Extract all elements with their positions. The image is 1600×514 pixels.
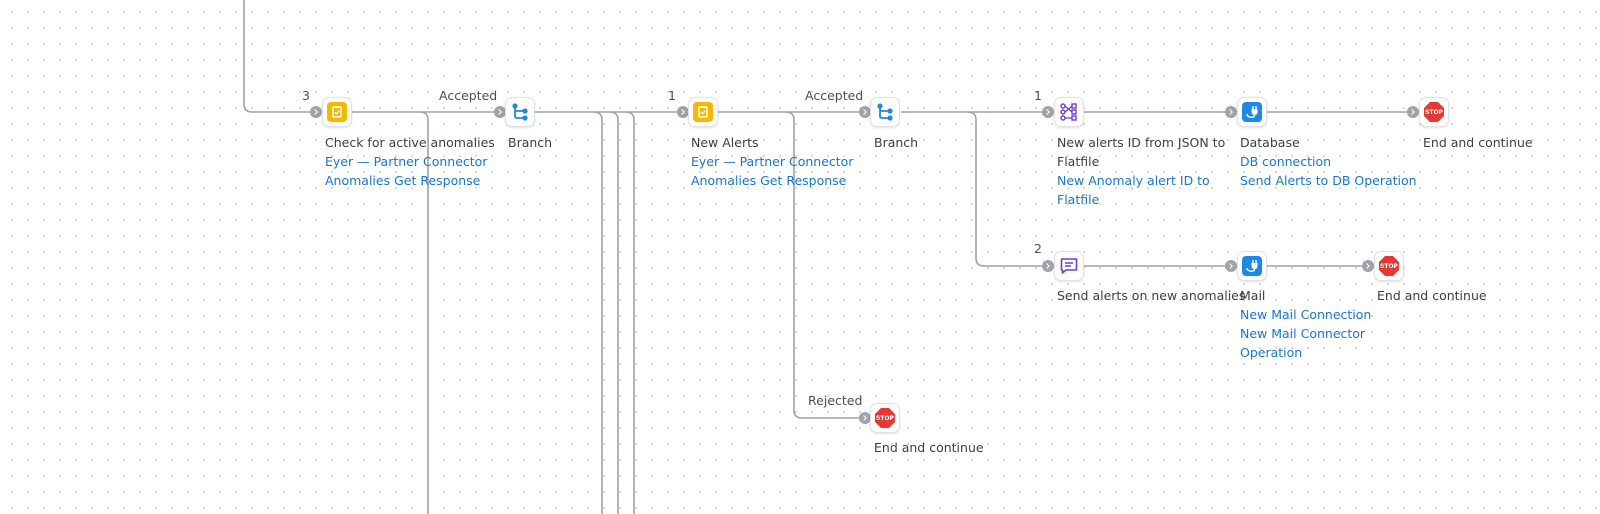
edge-label-accepted: Accepted: [439, 88, 498, 103]
operation-link[interactable]: Anomalies Get Response: [325, 173, 481, 188]
operation-link[interactable]: Send Alerts to DB Operation: [1240, 173, 1417, 188]
step-count: 3: [302, 88, 310, 103]
plug-icon: [1242, 256, 1262, 276]
node-title: New Alerts: [691, 135, 759, 150]
wire-vertical-3: [609, 111, 619, 514]
map-link[interactable]: Flatfile: [1057, 192, 1100, 207]
connector-link[interactable]: Eyer — Partner Connector: [691, 154, 854, 169]
operation-link[interactable]: New Mail Connector: [1240, 326, 1366, 341]
node-title: New alerts ID from JSON to: [1057, 135, 1226, 150]
input-port[interactable]: [859, 412, 871, 424]
input-port[interactable]: [859, 106, 871, 118]
end-node[interactable]: STOP: [870, 403, 900, 433]
node-title: End and continue: [1377, 288, 1487, 303]
node-title: Branch: [508, 135, 553, 150]
operation-link[interactable]: Operation: [1240, 345, 1303, 360]
wire-vertical-1: [419, 111, 429, 514]
wire-vertical-2: [593, 111, 603, 514]
input-port[interactable]: [1407, 106, 1419, 118]
input-port[interactable]: [1225, 106, 1237, 118]
node-title: Send alerts on new anomalies: [1057, 288, 1246, 303]
wire-branch2-to-message: [967, 111, 1043, 267]
end-node[interactable]: STOP: [1374, 251, 1404, 281]
input-port[interactable]: [310, 106, 322, 118]
wire-entry: [243, 0, 311, 113]
mapper-icon: [1060, 103, 1077, 121]
mail-node[interactable]: [1237, 251, 1267, 281]
database-node[interactable]: [1237, 97, 1267, 127]
stop-icon: STOP: [1424, 102, 1444, 122]
new-alerts-node[interactable]: [688, 97, 718, 127]
input-port[interactable]: [1225, 260, 1237, 272]
input-port[interactable]: [677, 106, 689, 118]
edge-label-rejected: Rejected: [808, 393, 863, 408]
clipboard-check-icon: [693, 102, 713, 122]
map-link[interactable]: New Anomaly alert ID to: [1057, 173, 1210, 188]
connector-link[interactable]: Eyer — Partner Connector: [325, 154, 488, 169]
node-title: End and continue: [1423, 135, 1533, 150]
message-node[interactable]: [1054, 251, 1084, 281]
branch-node[interactable]: [870, 97, 900, 127]
node-title: End and continue: [874, 440, 984, 455]
input-port[interactable]: [1042, 260, 1054, 272]
operation-link[interactable]: Anomalies Get Response: [691, 173, 847, 188]
input-port[interactable]: [1042, 106, 1054, 118]
node-title: Database: [1240, 135, 1300, 150]
stop-icon: STOP: [1379, 256, 1399, 276]
stop-icon: STOP: [875, 408, 895, 428]
step-count: 2: [1034, 241, 1042, 256]
connection-link[interactable]: New Mail Connection: [1240, 307, 1372, 322]
branch-node[interactable]: [505, 97, 535, 127]
mapper-node[interactable]: [1054, 97, 1084, 127]
node-title: Check for active anomalies: [325, 135, 495, 150]
node-title: Branch: [874, 135, 919, 150]
plug-icon: [1242, 102, 1262, 122]
connection-link[interactable]: DB connection: [1240, 154, 1332, 169]
step-count: 1: [668, 88, 676, 103]
message-icon: [1060, 258, 1078, 274]
input-port[interactable]: [494, 106, 506, 118]
wire-vertical-4: [625, 111, 635, 514]
input-port[interactable]: [1362, 260, 1374, 272]
end-node[interactable]: STOP: [1419, 97, 1449, 127]
branch-icon: [512, 103, 528, 121]
wire-rejected: [785, 111, 860, 419]
edge-label-accepted: Accepted: [805, 88, 864, 103]
check-anomalies-node[interactable]: [322, 97, 352, 127]
branch-icon: [877, 103, 893, 121]
node-title: Mail: [1240, 288, 1266, 303]
clipboard-check-icon: [327, 102, 347, 122]
node-title: Flatfile: [1057, 154, 1100, 169]
step-count: 1: [1034, 88, 1042, 103]
